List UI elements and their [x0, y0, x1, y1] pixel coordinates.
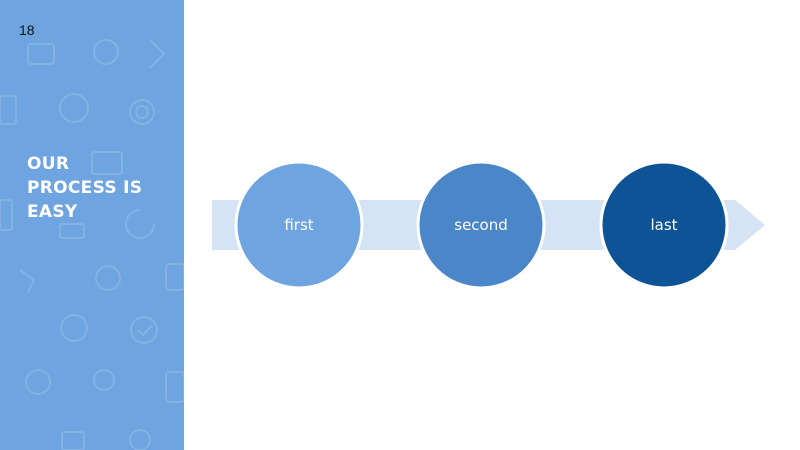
slide-title: OUR PROCESS IS EASY [27, 154, 143, 222]
step-label-first: first [284, 216, 314, 234]
step-circle-second [416, 160, 546, 290]
icon-pattern-background [0, 39, 184, 450]
step-label-second: second [454, 216, 508, 234]
step-label-last: last [650, 216, 678, 234]
step-circle-last [599, 160, 729, 290]
slide-number: 18 [19, 22, 35, 38]
step-circle-first [234, 160, 364, 290]
title-sidebar: 18 OUR PROCESS IS EASY [0, 0, 184, 450]
